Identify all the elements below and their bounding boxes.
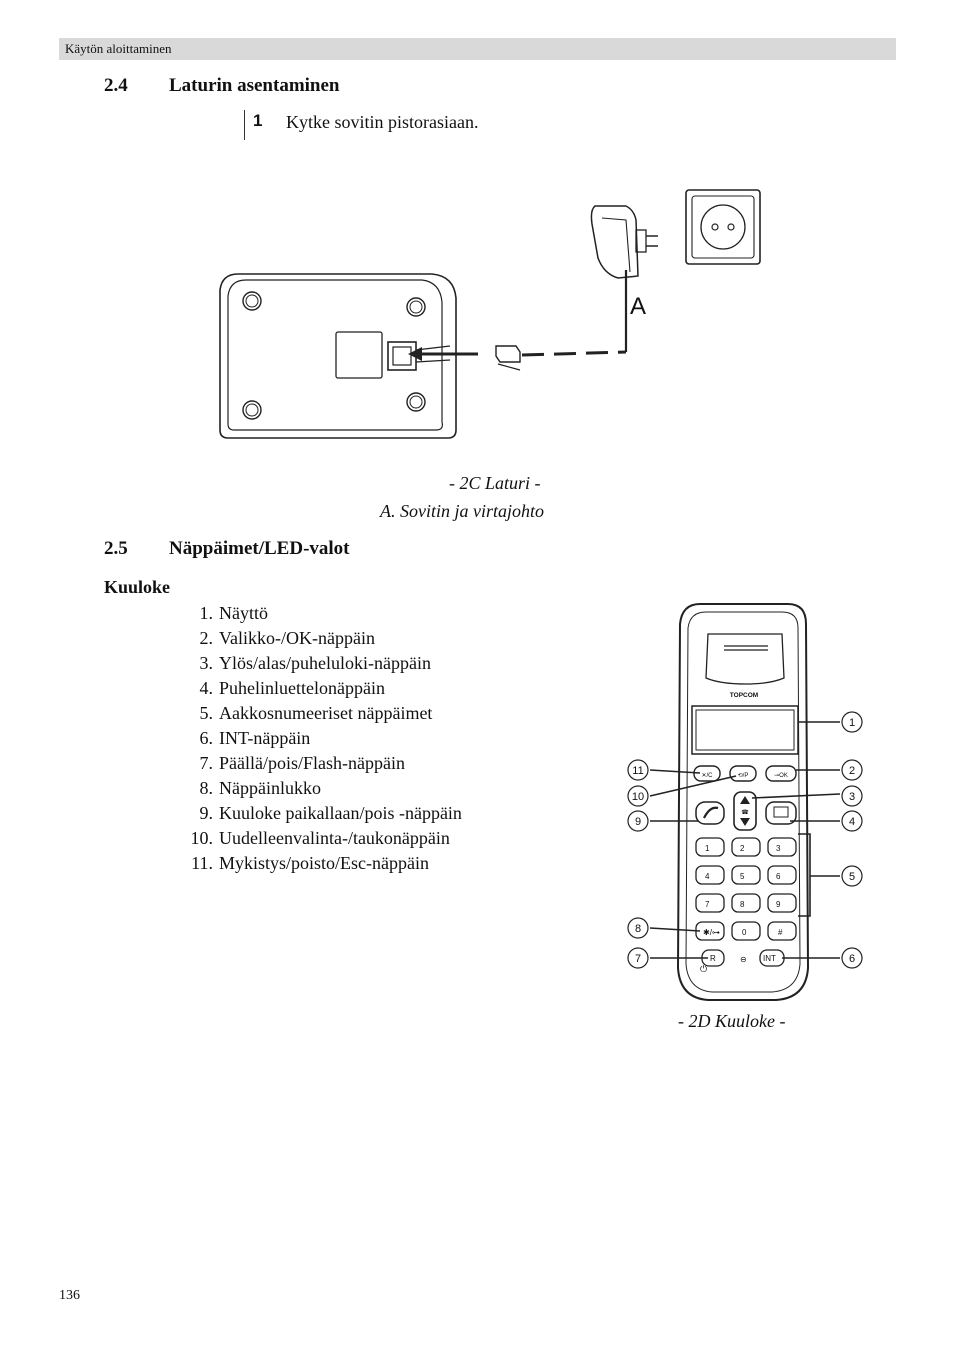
callout-6: 6	[849, 953, 855, 965]
page-number: 136	[59, 1288, 80, 1303]
keypad: 1 2 3 4 5 6 7 8 9 ✱/⊶ 0 # R ⏻ ⊖ INT	[695, 837, 797, 974]
svg-text:3: 3	[776, 844, 781, 853]
svg-text:4: 4	[705, 872, 710, 881]
callout-3: 3	[849, 791, 855, 803]
charger-base-inner	[227, 279, 443, 431]
section-number: 2.4	[104, 75, 128, 96]
svg-text:✱/⊶: ✱/⊶	[703, 928, 720, 937]
svg-text:☎: ☎	[741, 809, 749, 816]
svg-text:5: 5	[740, 872, 745, 881]
callout-8: 8	[635, 923, 641, 935]
dc-socket	[387, 341, 417, 371]
callout-7: 7	[635, 953, 641, 965]
screw-icon	[242, 400, 262, 420]
svg-text:R: R	[710, 954, 716, 963]
section-title: Laturin asentaminen	[169, 75, 340, 96]
svg-text:⟲/P: ⟲/P	[738, 773, 749, 779]
svg-text:6: 6	[776, 872, 781, 881]
svg-text:8: 8	[740, 900, 745, 909]
up-down-key	[733, 791, 757, 831]
redial-key	[729, 765, 757, 782]
label-a: A	[630, 293, 646, 320]
svg-text:0: 0	[742, 928, 747, 937]
handset-label: Kuuloke	[104, 577, 171, 597]
brand-logo: TOPCOM	[730, 692, 758, 699]
callout-11: 11	[632, 765, 643, 777]
svg-text:2: 2	[740, 844, 745, 853]
dc-plug	[495, 345, 521, 363]
charger-illustration: A	[219, 189, 761, 439]
callout-10: 10	[632, 791, 644, 803]
svg-text:INT: INT	[763, 954, 776, 963]
menu-ok-key	[765, 765, 797, 782]
instruction-step: 1 Kytke sovitin pistorasiaan.	[244, 110, 478, 140]
svg-text:9: 9	[776, 900, 781, 909]
handset-body	[676, 603, 810, 1001]
svg-text:⊖: ⊖	[740, 955, 747, 964]
label-area	[335, 331, 383, 379]
svg-text:1: 1	[705, 844, 710, 853]
handset-illustration: TOPCOM ✕/C ⟲/P ⊸OK ☎ 1 2 3 4 5 6 7 8 9	[627, 603, 863, 1001]
step-number: 1	[253, 111, 263, 130]
phonebook-key	[765, 801, 797, 825]
charger-legend: A. Sovitin ja virtajohto	[380, 501, 544, 521]
callout-1: 1	[849, 717, 855, 729]
charger-caption: - 2C Laturi -	[449, 473, 541, 493]
power-adapter	[590, 205, 639, 279]
screw-icon	[406, 297, 426, 317]
wall-outlet	[685, 189, 761, 265]
callout-2: 2	[849, 765, 855, 777]
step-text: Kytke sovitin pistorasiaan.	[286, 112, 479, 132]
section-number: 2.5	[104, 538, 128, 559]
svg-text:7: 7	[705, 900, 710, 909]
running-header: Käytön aloittaminen	[59, 38, 896, 60]
callout-5: 5	[849, 871, 855, 883]
svg-text:#: #	[778, 928, 783, 937]
power-cable	[521, 350, 627, 357]
svg-text:⊸OK: ⊸OK	[774, 773, 788, 779]
mute-key	[693, 765, 721, 782]
section-title: Näppäimet/LED-valot	[169, 538, 350, 559]
charger-base-outer	[219, 273, 457, 439]
earpiece	[705, 633, 785, 685]
display-screen	[691, 705, 799, 755]
handset-caption: - 2D Kuuloke -	[678, 1011, 786, 1031]
callout-9: 9	[635, 816, 641, 828]
screw-icon	[406, 392, 426, 412]
running-title: Käytön aloittaminen	[65, 41, 172, 56]
callout-4: 4	[849, 816, 855, 828]
svg-text:⏻: ⏻	[700, 964, 707, 974]
screw-icon	[242, 291, 262, 311]
talk-key	[695, 801, 725, 825]
svg-text:✕/C: ✕/C	[701, 773, 713, 779]
